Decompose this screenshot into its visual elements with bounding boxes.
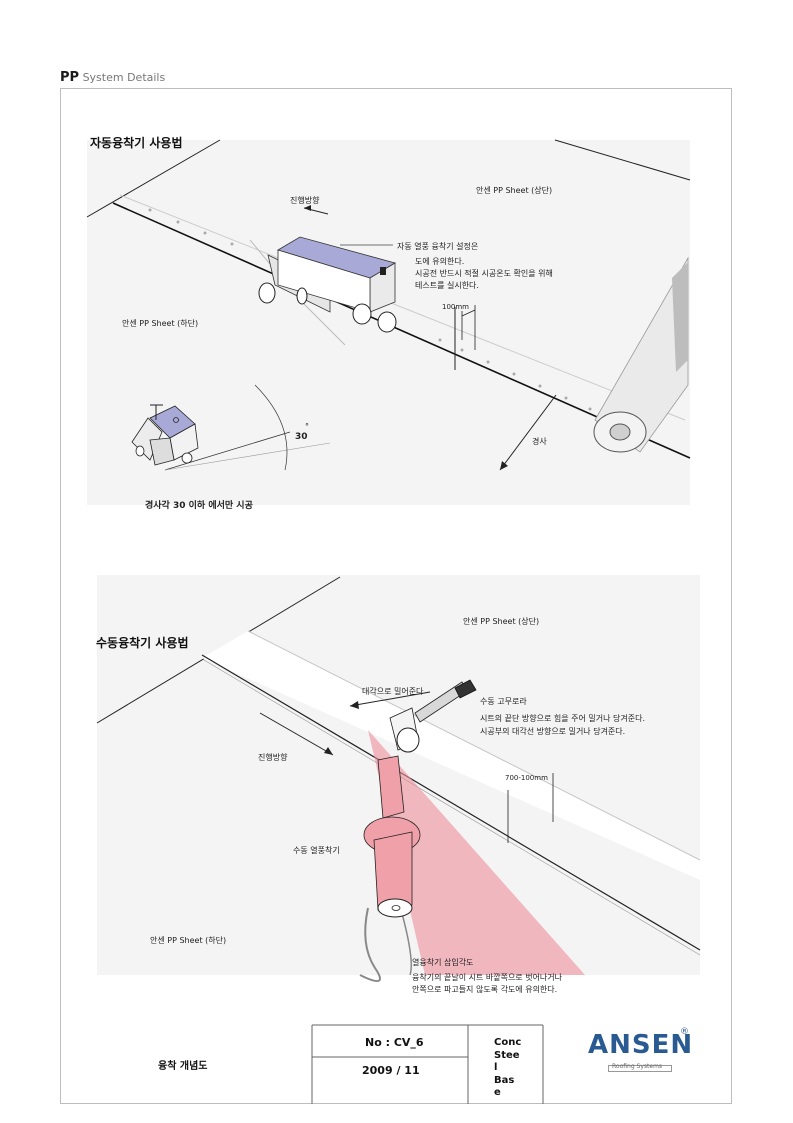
hand-welder: [359, 755, 421, 983]
direction-arrowhead: [304, 205, 311, 211]
page-header: PP System Details: [60, 70, 165, 85]
upper-sheet-label: 안센 PP Sheet (상단): [463, 617, 540, 626]
lower-sheet-label: 안센 PP Sheet (하단): [122, 319, 199, 328]
welder-note-line: 시공전 반드시 적절 시공온도 확인을 위해: [415, 269, 553, 278]
insert-angle-note: 융착기의 끝날이 시트 바깥쪽으로 벗어나거나: [412, 973, 563, 982]
automatic-welder: [249, 236, 397, 346]
roller-label: 수동 고무로라: [480, 697, 527, 706]
company-logo: ANSEN: [588, 1030, 694, 1060]
sheet-edge-line: [86, 139, 221, 218]
slope-caption: 경사각 30 이하 에서만 시공: [145, 501, 253, 511]
welder-note-line: 테스트를 실시한다.: [415, 281, 479, 290]
category-line: e: [494, 1087, 501, 1098]
category-line: l: [494, 1062, 498, 1073]
auto-welder-section: [86, 139, 691, 505]
drawing-title: 융착 개념도: [158, 1061, 208, 1072]
angle-value: 30: [295, 432, 308, 442]
insert-angle-title: 열융착기 삽입각도: [412, 958, 474, 967]
overlap-label: 100mm: [442, 303, 469, 311]
direction-label: 진행방향: [290, 196, 320, 205]
upper-sheet-overlap: [202, 631, 700, 880]
seam-line: [201, 654, 701, 951]
brand-mark: PP: [60, 70, 80, 85]
diagonal-arrowhead: [350, 701, 359, 709]
logo-tagline: Roofing Systems: [612, 1063, 663, 1070]
category-line: Stee: [494, 1049, 520, 1061]
sheet-edge-line: [554, 139, 691, 181]
seam-shadow-line: [203, 659, 701, 956]
degree-symbol: °: [305, 422, 309, 431]
overlap-dimension: [461, 305, 476, 350]
manual-welder-section: [96, 575, 701, 983]
roller-note-line: 시트의 끝단 방향으로 힘을 주어 밀거나 당겨준다.: [480, 714, 645, 723]
fastener-dots: [148, 208, 592, 411]
roller-note-line: 시공부의 대각선 방향으로 밀거나 당겨준다.: [480, 727, 626, 736]
insert-angle-region: [368, 730, 585, 975]
drawing-number: No : CV_6: [365, 1036, 424, 1049]
direction-arrowhead: [324, 747, 333, 755]
insert-angle-note: 안쪽으로 파고들지 않도록 각도에 유의한다.: [412, 985, 558, 994]
seam-guide-line: [119, 194, 686, 421]
overlap-label: 700-100mm: [505, 774, 548, 782]
header-subtitle: System Details: [82, 71, 166, 84]
diagonal-label: 대각으로 밀어준다: [362, 687, 424, 696]
registered-mark: ®: [680, 1027, 689, 1037]
page-frame: [60, 88, 732, 1104]
welder-note-line: 도에 유의한다.: [415, 257, 465, 266]
welder-label: 수동 열풍착기: [293, 846, 340, 855]
diagonal-arrow: [349, 691, 431, 707]
seam-line: [112, 202, 691, 459]
upper-sheet-label: 안센 PP Sheet (상단): [476, 186, 553, 195]
category-cell: Conc Stee l Bas e: [494, 1037, 521, 1100]
overlap-dimension: [507, 773, 554, 843]
sheet-roll: [593, 256, 689, 453]
direction-arrow: [259, 712, 334, 756]
direction-label: 진행방향: [258, 753, 288, 762]
welder-note-line: 자동 열풍 융착기 설정은: [397, 242, 479, 251]
slope-label: 경사: [532, 437, 547, 446]
manual-welder-title: 수동융착기 사용법: [96, 636, 189, 650]
hand-roller: [389, 679, 477, 753]
auto-welder-title: 자동융착기 사용법: [90, 136, 183, 150]
upper-sheet-edge: [247, 630, 701, 861]
lower-sheet-label: 안센 PP Sheet (하단): [150, 936, 227, 945]
drawing-date: 2009 / 11: [362, 1064, 420, 1077]
slope-arrowhead: [500, 461, 508, 470]
logo-tagline-box: [608, 1065, 672, 1072]
title-block: [311, 1024, 544, 1104]
slope-angle-diagram: [131, 384, 331, 471]
category-line: Conc: [494, 1037, 522, 1048]
slope-arrow: [499, 394, 557, 471]
category-line: Bas: [494, 1074, 515, 1086]
